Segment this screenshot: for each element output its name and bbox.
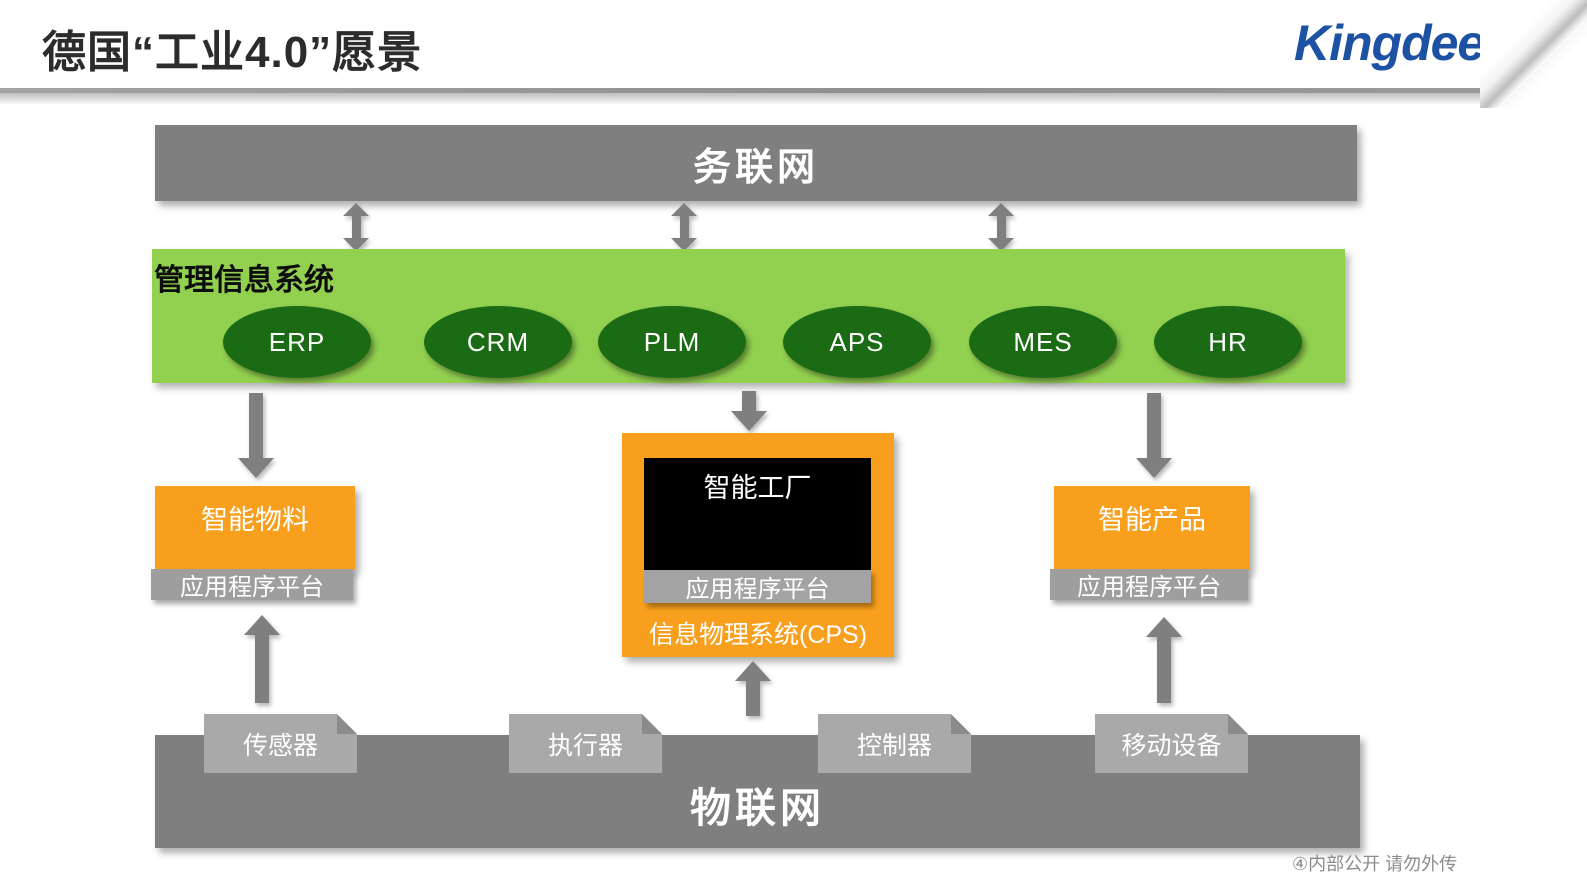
- platform-label: 应用程序平台: [685, 576, 830, 603]
- double-arrow-icon: [343, 203, 369, 251]
- smart-materials-box: 智能物料: [155, 486, 355, 570]
- down-arrow-icon: [238, 393, 274, 478]
- device-label: 移动设备: [1121, 731, 1222, 760]
- device-label: 执行器: [547, 731, 623, 760]
- system-label: APS: [829, 326, 885, 357]
- mis-label: 管理信息系统: [154, 264, 334, 297]
- system-label: ERP: [268, 326, 326, 357]
- down-arrow-icon: [1136, 393, 1172, 478]
- double-arrow-icon: [988, 203, 1014, 251]
- system-label: CRM: [466, 326, 530, 357]
- system-ellipse-erp: ERP: [223, 306, 371, 378]
- system-ellipse-hr: HR: [1154, 306, 1302, 378]
- device-tab-controller: 控制器: [818, 714, 971, 773]
- title-divider-shadow: [0, 93, 1497, 105]
- folded-corner-icon: [951, 714, 971, 734]
- smart-products-platform-bar: 应用程序平台: [1050, 569, 1248, 601]
- page-curl-icon: [1480, 0, 1587, 108]
- mis-bar: 管理信息系统 ERP CRM PLM APS MES HR: [152, 249, 1345, 383]
- system-ellipse-aps: APS: [783, 306, 931, 378]
- system-label: PLM: [643, 326, 701, 357]
- smart-products-title: 智能产品: [1098, 505, 1206, 535]
- kingdee-logo: Kingdee: [1294, 15, 1485, 71]
- up-arrow-icon: [735, 661, 771, 716]
- title-divider: [0, 88, 1497, 93]
- folded-corner-icon: [1228, 714, 1248, 734]
- internet-of-services-label: 务联网: [692, 146, 819, 189]
- cps-label: 信息物理系统(CPS): [648, 621, 868, 649]
- down-arrow-icon: [731, 391, 767, 431]
- internet-of-things-label: 物联网: [690, 785, 825, 831]
- smart-materials-title: 智能物料: [201, 505, 309, 535]
- device-tab-actuator: 执行器: [509, 714, 662, 773]
- device-label: 传感器: [242, 731, 318, 760]
- up-arrow-icon: [244, 615, 280, 703]
- platform-label: 应用程序平台: [180, 574, 324, 601]
- system-label: MES: [1013, 326, 1073, 357]
- device-tab-sensor: 传感器: [204, 714, 357, 773]
- internet-of-services-bar: 务联网: [155, 125, 1357, 201]
- smart-factory-platform-bar: 应用程序平台: [644, 570, 871, 603]
- smart-factory-cps-box: 智能工厂 应用程序平台 信息物理系统(CPS): [622, 433, 894, 657]
- device-label: 控制器: [856, 731, 932, 760]
- smart-factory-screen: 智能工厂: [644, 458, 871, 570]
- folded-corner-icon: [642, 714, 662, 734]
- smart-materials-platform-bar: 应用程序平台: [151, 569, 353, 601]
- system-ellipse-crm: CRM: [424, 306, 572, 378]
- slide-title: 德国“工业4.0”愿景: [42, 28, 423, 77]
- confidentiality-note: ④内部公开 请勿外传: [1292, 854, 1458, 874]
- up-arrow-icon: [1146, 617, 1182, 703]
- page-curl-fold: [1480, 0, 1587, 108]
- double-arrow-icon: [671, 203, 697, 251]
- system-label: HR: [1208, 326, 1248, 357]
- smart-products-box: 智能产品: [1054, 486, 1250, 570]
- smart-factory-title: 智能工厂: [703, 473, 812, 503]
- system-ellipse-plm: PLM: [598, 306, 746, 378]
- system-ellipse-mes: MES: [969, 306, 1117, 378]
- folded-corner-icon: [337, 714, 357, 734]
- device-tab-mobile: 移动设备: [1095, 714, 1248, 773]
- platform-label: 应用程序平台: [1077, 574, 1221, 601]
